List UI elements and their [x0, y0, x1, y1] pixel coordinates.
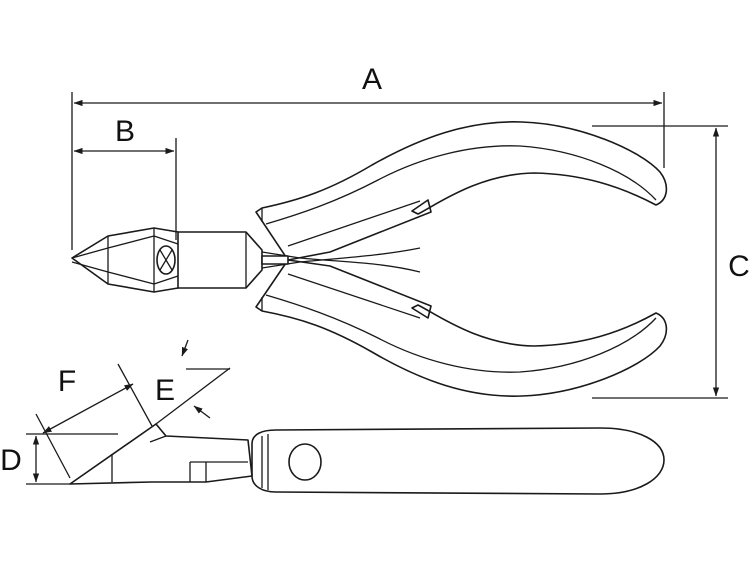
label-c: C	[728, 250, 750, 283]
dimension-c	[592, 125, 728, 399]
side-handle-hole	[288, 443, 322, 481]
pliers-side-view	[69, 423, 665, 495]
lower-handle	[255, 259, 668, 397]
dimension-d	[26, 433, 118, 485]
side-handle	[251, 427, 665, 495]
upper-handle	[255, 121, 668, 261]
label-a: A	[362, 63, 382, 96]
label-e: E	[155, 374, 175, 407]
dimension-e	[155, 339, 231, 425]
cutting-head	[71, 227, 179, 293]
label-b: B	[115, 115, 135, 148]
pliers-top-view	[71, 121, 668, 397]
dimension-b	[73, 138, 177, 240]
side-jaw	[69, 423, 253, 485]
label-d: D	[0, 444, 22, 477]
dimension-a	[71, 92, 665, 250]
pivot-body	[171, 231, 263, 289]
dimension-f	[35, 363, 153, 479]
label-f: F	[58, 365, 76, 398]
spring	[261, 247, 421, 273]
